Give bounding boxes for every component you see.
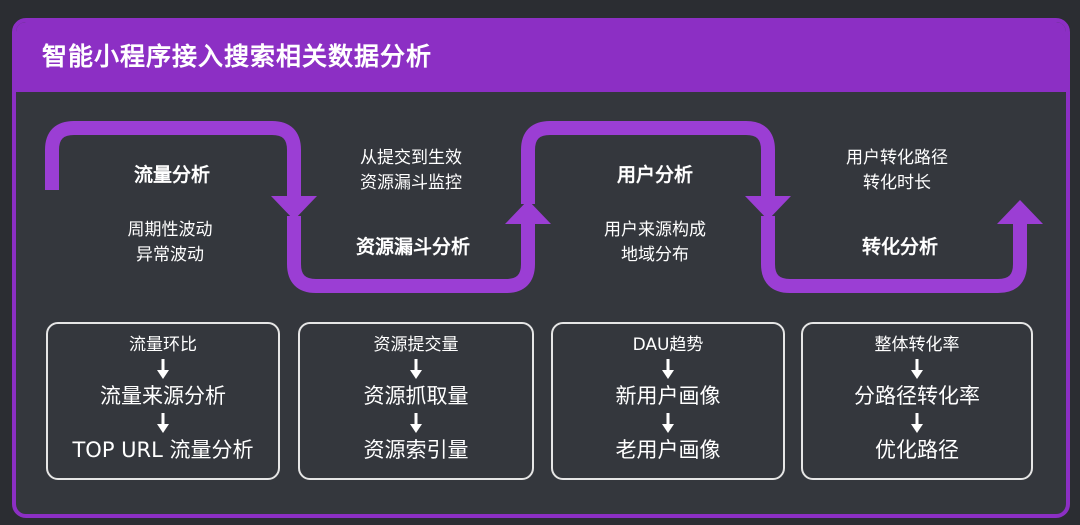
stage-title-traffic: 流量分析 — [133, 164, 210, 186]
page-title: 智能小程序接入搜索相关数据分析 — [42, 42, 433, 71]
arrow-down-icon — [157, 359, 169, 379]
card-step: 整体转化率 — [874, 335, 960, 355]
note-line: 从提交到生效 — [360, 148, 462, 168]
arrow-down-icon — [662, 359, 674, 379]
flow-arrow-up-1 — [505, 200, 551, 224]
stage-title-conversion: 转化分析 — [861, 236, 938, 258]
arrow-down-icon — [911, 413, 923, 433]
card-step: 分路径转化率 — [854, 384, 980, 408]
card-step: 资源抓取量 — [363, 384, 469, 408]
arrow-down-icon — [157, 413, 169, 433]
card-funnel: 资源提交量 资源抓取量 资源索引量 — [298, 322, 534, 480]
card-traffic: 流量环比 流量来源分析 TOP URL 流量分析 — [46, 322, 280, 480]
card-step: 新用户画像 — [615, 384, 721, 408]
arrow-down-icon — [410, 413, 422, 433]
flow-arrow-down-2 — [745, 196, 791, 220]
note-line: 异常波动 — [136, 245, 204, 265]
card-step: 资源索引量 — [363, 438, 469, 462]
note-line: 周期性波动 — [127, 220, 213, 240]
stage-title-user: 用户分析 — [616, 164, 693, 186]
card-step: DAU趋势 — [632, 335, 704, 355]
arrow-down-icon — [911, 359, 923, 379]
card-conversion: 整体转化率 分路径转化率 优化路径 — [801, 322, 1033, 480]
note-line: 资源漏斗监控 — [360, 173, 462, 193]
card-step: TOP URL 流量分析 — [72, 438, 254, 462]
note-line: 转化时长 — [863, 173, 931, 193]
stage-note-user: 用户来源构成 地域分布 — [580, 218, 730, 268]
flow-line — [45, 121, 1027, 293]
header-bar: 智能小程序接入搜索相关数据分析 — [16, 22, 1066, 92]
note-line: 地域分布 — [621, 245, 689, 265]
card-step: 老用户画像 — [615, 438, 721, 462]
flow-arrow-up-2 — [997, 200, 1043, 224]
note-line: 用户转化路径 — [846, 148, 948, 168]
card-step: 资源提交量 — [373, 335, 459, 355]
card-step: 流量来源分析 — [100, 384, 226, 408]
card-step: 流量环比 — [129, 335, 197, 355]
main-panel: 智能小程序接入搜索相关数据分析 — [12, 18, 1070, 518]
arrow-down-icon — [410, 359, 422, 379]
stage-title-funnel: 资源漏斗分析 — [355, 236, 470, 258]
flow-arrow-down-1 — [271, 196, 317, 220]
card-step: 优化路径 — [875, 438, 959, 462]
card-user: DAU趋势 新用户画像 老用户画像 — [551, 322, 785, 480]
stage-note-funnel: 从提交到生效 资源漏斗监控 — [336, 146, 486, 196]
arrow-down-icon — [662, 413, 674, 433]
stage-note-conversion: 用户转化路径 转化时长 — [822, 146, 972, 196]
stage-note-traffic: 周期性波动 异常波动 — [100, 218, 240, 268]
note-line: 用户来源构成 — [604, 220, 706, 240]
